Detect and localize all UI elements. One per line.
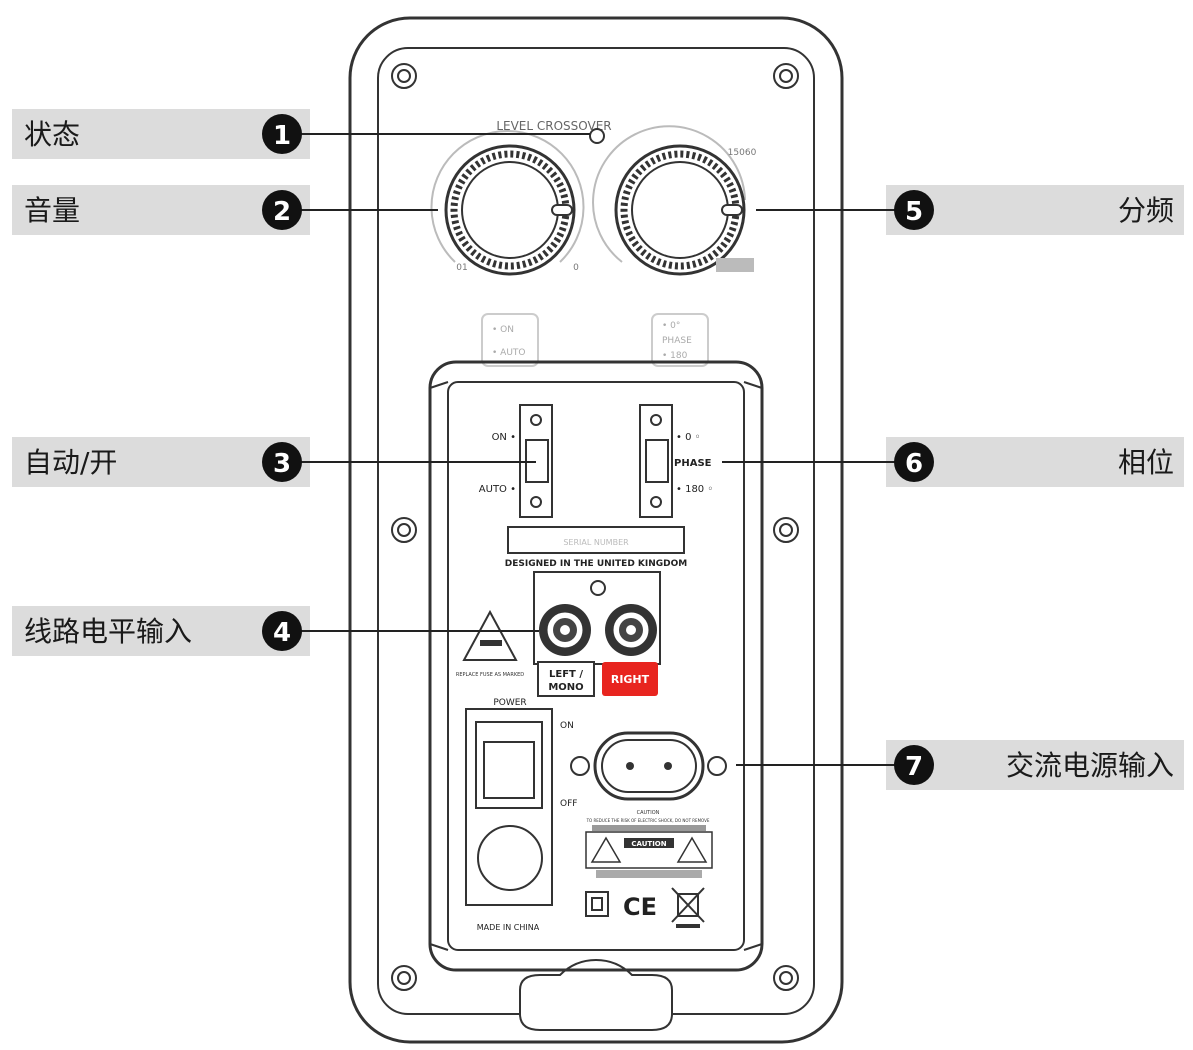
- crossover-knob[interactable]: [592, 125, 746, 276]
- callout-6-band: [886, 437, 1184, 487]
- callout-5-badge: [894, 190, 934, 230]
- phase-0-label: • 0 ◦: [676, 432, 701, 443]
- callout-5-label: 分频: [1118, 194, 1174, 227]
- callout-4-band: [12, 606, 310, 656]
- callout-7-band: [886, 740, 1184, 790]
- screw-top-left: [391, 63, 417, 89]
- crossover-value-label: 15060: [728, 148, 757, 158]
- callout-6-badge: [894, 442, 934, 482]
- volume-max-label: 0: [573, 263, 579, 273]
- serial-number-box: [507, 526, 685, 554]
- auto-plate-on: • ON: [492, 325, 514, 335]
- right-label: RIGHT: [611, 673, 650, 686]
- screw-mid-left: [391, 517, 417, 543]
- phase-switch-plate: [651, 313, 709, 367]
- screw-top-right: [773, 63, 799, 89]
- fuse-warning-icon: [462, 609, 518, 661]
- callout-1-label: 状态: [24, 118, 80, 151]
- callout-1-number: 1: [273, 121, 291, 151]
- bottom-handle: [519, 958, 673, 1031]
- power-label: POWER: [493, 698, 526, 708]
- power-on-label: ON: [560, 721, 574, 731]
- callout-1-badge: [262, 114, 302, 154]
- left-mono-label-1: LEFT /: [549, 669, 583, 680]
- callout-2-label: 音量: [24, 194, 80, 227]
- panel-bevel: [429, 381, 763, 951]
- phase-180-label: • 180 ◦: [676, 484, 713, 495]
- made-in-label: MADE IN CHINA: [477, 923, 540, 932]
- caution-box-label: CAUTION: [631, 840, 666, 848]
- caution-triangle-left-icon: [590, 836, 622, 863]
- rca-ground-hole: [590, 580, 606, 596]
- caution-text-lines: [592, 825, 706, 831]
- callout-2-band: [12, 185, 310, 235]
- screw-bottom-left: [391, 965, 417, 991]
- volume-min-label: 01: [456, 263, 467, 273]
- power-switch[interactable]: [465, 708, 553, 906]
- left-mono-label-2: MONO: [548, 682, 583, 693]
- caution-triangle-right-icon: [676, 836, 708, 863]
- caution-label-box: [624, 838, 674, 848]
- callout-7-number: 7: [905, 752, 923, 782]
- switch-on-label: ON •: [492, 432, 516, 443]
- phase-switch[interactable]: [639, 404, 673, 518]
- callout-5-band: [886, 185, 1184, 235]
- double-insulation-icon: [585, 891, 609, 917]
- screw-mid-right: [773, 517, 799, 543]
- phase-plate-label: PHASE: [662, 336, 692, 346]
- control-panel-outer: [428, 360, 764, 972]
- ac-inlet-screw-left: [570, 756, 590, 776]
- volume-knob[interactable]: [430, 130, 585, 276]
- callout-1-band: [12, 109, 310, 159]
- ce-mark: CE: [623, 893, 657, 921]
- right-rca-jack[interactable]: [605, 604, 657, 656]
- callout-3-label: 自动/开: [24, 446, 117, 479]
- housing-outer: [348, 16, 844, 1044]
- ac-power-inlet[interactable]: [593, 731, 705, 801]
- left-mono-rca-jack[interactable]: [539, 604, 591, 656]
- phase-switch-label: PHASE: [674, 458, 712, 469]
- left-mono-label-box: [537, 661, 595, 697]
- callout-2-number: 2: [273, 197, 291, 227]
- callout-4-number: 4: [273, 618, 291, 648]
- callout-3-band: [12, 437, 310, 487]
- auto-switch-plate: [481, 313, 539, 367]
- serial-number-label: SERIAL NUMBER: [563, 538, 629, 547]
- switch-auto-label: AUTO •: [479, 484, 516, 495]
- screw-bottom-right: [773, 965, 799, 991]
- callout-6-number: 6: [905, 449, 923, 479]
- phase-plate-180: • 180: [662, 351, 688, 361]
- control-panel-inner: [447, 381, 745, 951]
- status-led: [589, 128, 605, 144]
- callout-5-number: 5: [905, 197, 923, 227]
- phase-plate-0: • 0°: [662, 321, 680, 331]
- right-label-box: [602, 662, 658, 696]
- ac-inlet-screw-right: [707, 756, 727, 776]
- designed-in-label: DESIGNED IN THE UNITED KINGDOM: [505, 559, 688, 569]
- power-off-label: OFF: [560, 799, 577, 809]
- auto-plate-auto: • AUTO: [492, 348, 526, 358]
- callout-7-label: 交流电源输入: [1006, 749, 1174, 782]
- crossover-scale-mark: [716, 258, 754, 272]
- callout-4-badge: [262, 611, 302, 651]
- callout-7-badge: [894, 745, 934, 785]
- callout-3-number: 3: [273, 449, 291, 479]
- caution-title: CAUTION: [637, 810, 660, 816]
- level-crossover-label: LEVEL CROSSOVER: [496, 119, 611, 133]
- callout-6-label: 相位: [1118, 446, 1174, 479]
- caution-line: TO REDUCE THE RISK OF ELECTRIC SHOCK, DO…: [586, 818, 710, 823]
- caution-fine-print: [596, 870, 702, 878]
- callout-3-badge: [262, 442, 302, 482]
- callout-4-label: 线路电平输入: [24, 615, 192, 648]
- fuse-warning-text: REPLACE FUSE AS MARKED: [456, 672, 524, 678]
- callout-2-badge: [262, 190, 302, 230]
- weee-bin-icon: [671, 887, 705, 928]
